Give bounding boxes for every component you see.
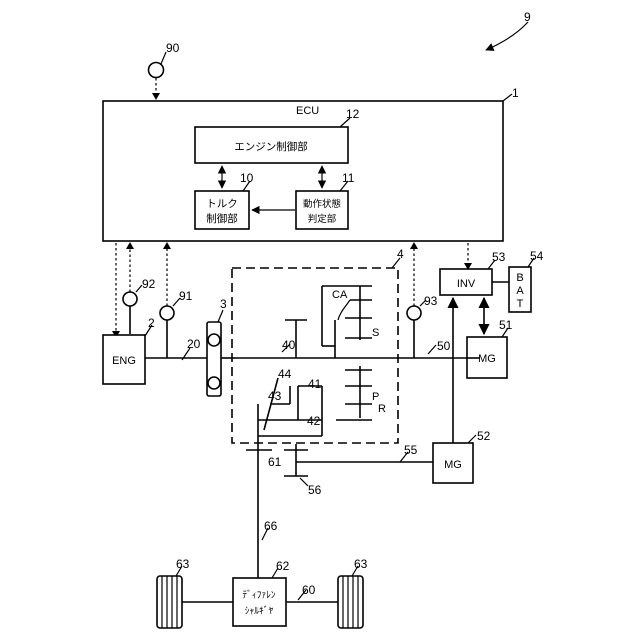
inverter-label: INV (457, 278, 476, 290)
engine-label: ENG (112, 355, 136, 367)
inverter-53: INV 53 (440, 250, 509, 295)
state-judge-label-2: 判定部 (308, 213, 337, 225)
ref-90-label: 90 (166, 41, 180, 55)
ref-62-label: 62 (276, 559, 290, 573)
battery-label-a: A (516, 285, 524, 297)
ref-11-label: 11 (342, 171, 355, 185)
ref-41-label: 41 (308, 377, 322, 391)
sensor-90-circle (149, 63, 164, 78)
ref-51-label: 51 (499, 318, 513, 332)
shaft-50: 50 (428, 339, 451, 354)
sensor-93-circle (407, 306, 421, 320)
mg51-label: MG (478, 353, 496, 365)
engine-block: ENG 2 (103, 316, 155, 384)
input-shaft-20: 20 (145, 337, 207, 360)
ref-53-label: 53 (492, 250, 506, 264)
differential-62: ﾃﾞｨﾌｧﾚﾝ ｼｬﾙｷﾞﾔ 62 (233, 559, 290, 626)
motor-generator-52: MG 52 55 (296, 298, 491, 483)
sun-label: S (372, 327, 379, 339)
ref-4-label: 4 (397, 247, 404, 261)
shaft-66: 66 (258, 450, 278, 578)
ref-66-label: 66 (264, 519, 278, 533)
ref-3-label: 3 (220, 297, 227, 311)
torque-control-label-1: トルク (206, 198, 238, 210)
ref-42-label: 42 (307, 414, 321, 428)
motor-generator-51: MG 51 (467, 298, 513, 378)
state-judge-label-1: 動作状態 (303, 198, 341, 210)
wheel-left: 63 (157, 557, 190, 628)
ref-44-label: 44 (278, 367, 292, 381)
ref-12-label: 12 (346, 107, 360, 121)
ref-60-label: 60 (302, 583, 316, 597)
wheel-left-rect (157, 576, 182, 628)
wheel-right-rect (338, 576, 363, 628)
pinion-label: P (372, 391, 379, 403)
ref-63-right-label: 63 (354, 557, 368, 571)
ref-56-label: 56 (308, 483, 322, 497)
ref-43-label: 43 (268, 389, 282, 403)
ref-92-label: 92 (142, 277, 156, 291)
torque-control-label-2: 制御部 (206, 212, 238, 225)
ref-9-label: 9 (524, 10, 531, 24)
ref-10-label: 10 (240, 171, 254, 185)
ref-52-label: 52 (477, 429, 491, 443)
sensor-92-circle (123, 292, 137, 306)
engine-control-label: エンジン制御部 (234, 140, 308, 153)
carrier-label: CA (332, 289, 348, 301)
ref-1-label: 1 (512, 86, 519, 100)
ref-2-label: 2 (148, 316, 155, 330)
ref-91-label: 91 (179, 289, 193, 303)
ref-63-left-label: 63 (176, 557, 190, 571)
wheel-right: 63 (338, 557, 368, 628)
ring-label: R (378, 403, 386, 415)
ref-61-label: 61 (268, 455, 282, 469)
ecu-label: ECU (296, 105, 319, 117)
ref-20-label: 20 (187, 337, 201, 351)
battery-label-t: T (517, 298, 524, 310)
ref-93-label: 93 (424, 294, 438, 308)
mg52-label: MG (444, 459, 462, 471)
differential-rect (233, 578, 286, 626)
ref-54-label: 54 (530, 249, 544, 263)
ecu-block: ECU 1 エンジン制御部 12 トルク 制御部 10 動作状態 判定部 11 (103, 86, 519, 241)
differential-label-2: ｼｬﾙｷﾞﾔ (245, 606, 274, 617)
ref-40-label: 40 (282, 338, 296, 352)
system-reference: 9 (486, 10, 531, 50)
battery-54: B A T 54 (509, 249, 544, 312)
battery-label-b: B (516, 272, 523, 284)
ecu-signal-lines (112, 242, 472, 338)
differential-label-1: ﾃﾞｨﾌｧﾚﾝ (242, 590, 276, 601)
sensor-90: 90 (149, 41, 180, 100)
sensor-91-circle (160, 306, 174, 320)
ref-50-label: 50 (437, 339, 451, 353)
ref-55-label: 55 (404, 443, 418, 457)
